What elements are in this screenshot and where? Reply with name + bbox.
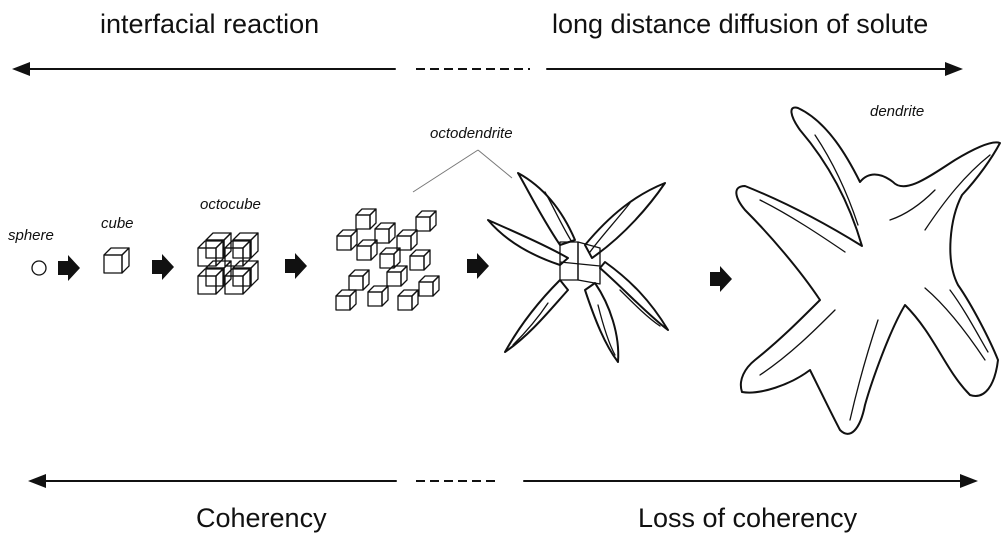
octocube-shape bbox=[197, 232, 259, 295]
bottom-left-arrow bbox=[28, 474, 397, 488]
sphere-label: sphere bbox=[8, 227, 54, 244]
loss-of-coherency-label: Loss of coherency bbox=[638, 503, 858, 533]
coherency-label: Coherency bbox=[196, 503, 327, 533]
top-left-arrow bbox=[12, 62, 396, 76]
process-arrow-3 bbox=[285, 253, 307, 279]
octodendrite-pointer bbox=[412, 149, 513, 193]
sphere-shape bbox=[31, 260, 47, 276]
separated-octocube-shape bbox=[335, 208, 440, 311]
octodendrite-shape bbox=[487, 172, 669, 363]
octodendrite-label: octodendrite bbox=[430, 125, 513, 142]
process-arrow-2 bbox=[152, 254, 174, 280]
interfacial-reaction-label: interfacial reaction bbox=[100, 9, 319, 39]
cube-label: cube bbox=[101, 215, 134, 232]
bottom-right-arrow bbox=[523, 474, 978, 488]
long-distance-diffusion-label: long distance diffusion of solute bbox=[552, 9, 928, 39]
octocube-label: octocube bbox=[200, 196, 261, 213]
cube-shape bbox=[103, 247, 130, 274]
dendrite-label: dendrite bbox=[870, 103, 924, 120]
process-arrow-5 bbox=[710, 266, 732, 292]
top-right-arrow bbox=[546, 62, 963, 76]
process-arrow-4 bbox=[467, 253, 489, 279]
dendrite-shape bbox=[735, 106, 1001, 435]
process-arrow-1 bbox=[58, 255, 80, 281]
